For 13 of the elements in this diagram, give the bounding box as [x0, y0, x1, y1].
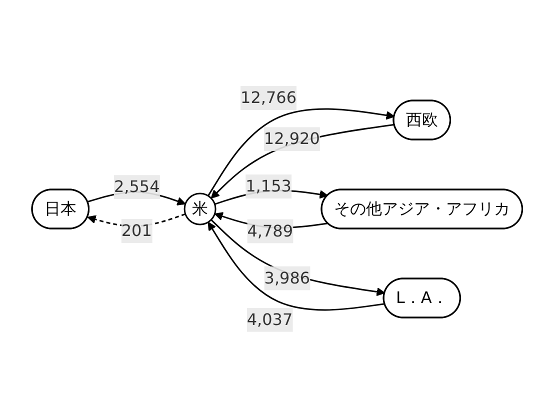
edge-label: 1,153: [246, 176, 292, 196]
edge-label: 4,037: [246, 309, 293, 328]
edge-label: 3,986: [264, 268, 310, 287]
edge-label: 201: [121, 220, 152, 240]
arrow: [207, 108, 395, 196]
edge-label: 4,789: [247, 220, 293, 240]
node-circle: 米: [184, 192, 216, 225]
arrow: [210, 123, 394, 198]
edge-label: 12,766: [240, 88, 296, 107]
edge-label: 12,920: [264, 128, 320, 148]
arrow: [210, 218, 386, 296]
edge-label: 2,554: [114, 176, 160, 196]
arrow: [208, 221, 385, 310]
